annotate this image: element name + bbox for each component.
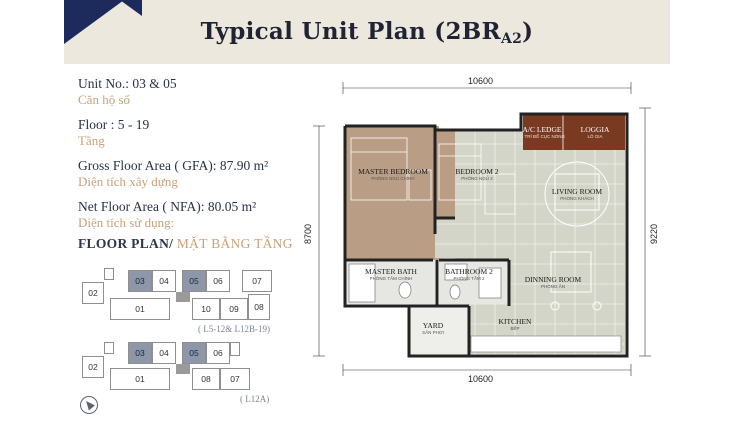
key-unit-03: 03 [128, 270, 152, 292]
key-unit-08: 08 [248, 294, 270, 320]
key-plan-l12a: 02 03 04 05 06 01 08 07 ( L12A) [82, 340, 282, 410]
north-arrow-icon [80, 396, 98, 414]
key-core [176, 292, 190, 302]
unit-number-value: 03 & 05 [132, 76, 177, 91]
dimension-lines [313, 82, 651, 376]
label-master-bedroom: MASTER BEDROOM [358, 167, 428, 176]
key-plan-caption: ( L5-12& L12B-19) [198, 324, 270, 334]
title-close: ) [522, 18, 534, 45]
key-core [176, 364, 190, 374]
key-unit-02: 02 [82, 356, 104, 378]
key-unit-07: 07 [242, 270, 272, 292]
nfa-label: Net Floor Area ( NFA): [78, 199, 205, 214]
key-notch [104, 342, 114, 354]
room-labels: MASTER BEDROOM PHÒNG NGỦ CHÍNH BEDROOM 2… [358, 125, 610, 335]
master-bedroom-floor [345, 126, 439, 260]
unit-floor-plan: 10600 10600 8700 9220 [303, 74, 665, 394]
gfa-value: 87.90 m² [219, 158, 269, 173]
key-unit-05: 05 [182, 270, 206, 292]
key-unit-06: 06 [206, 342, 230, 364]
header-corner-accent [120, 0, 142, 16]
label-bathroom2: BATHROOM 2 [445, 267, 493, 276]
label-ac-ledge-vi: VỊ TRÍ ĐỂ CỤC NÓNG [519, 133, 565, 139]
floor-label: Floor : [78, 117, 115, 132]
key-unit-04: 04 [152, 270, 176, 292]
floor-plan-heading-vi: MẶT BẰNG TẦNG [176, 236, 293, 251]
label-kitchen-vi: BẾP [510, 325, 519, 331]
label-master-bedroom-vi: PHÒNG NGỦ CHÍNH [371, 175, 414, 181]
unit-number-label: Unit No.: [78, 76, 130, 91]
label-yard-vi: SÂN PHƠI [422, 329, 444, 335]
gfa-row: Gross Floor Area ( GFA): 87.90 m² [78, 158, 308, 174]
label-yard: YARD [423, 321, 444, 330]
gfa-vi: Diện tích xây dựng [78, 174, 178, 189]
label-dining-room: DINNING ROOM [525, 275, 582, 284]
floor-row: Floor : 5 - 19 [78, 117, 308, 133]
key-unit-08: 08 [192, 368, 220, 390]
dimension-top: 10600 [468, 76, 494, 86]
page-title: Typical Unit Plan (2BRA2) [64, 18, 670, 47]
yard-floor [409, 304, 469, 356]
floor-vi: Tầng [78, 133, 105, 148]
title-main: Typical Unit Plan (2BR [200, 18, 501, 45]
label-loggia: LOGGIA [581, 125, 610, 134]
header-corner-decoration [64, 0, 124, 44]
label-living-room: LIVING ROOM [552, 187, 603, 196]
floor-value: 5 - 19 [117, 117, 150, 132]
furniture [350, 137, 516, 215]
tile-grid [435, 130, 625, 354]
key-unit-02: 02 [82, 282, 104, 304]
key-unit-01: 01 [110, 368, 170, 390]
label-bathroom2-vi: PHÒNG TẮM 2 [454, 274, 485, 281]
key-notch [104, 268, 114, 280]
key-unit-10: 10 [192, 298, 220, 320]
key-plan-typical: 02 03 04 05 06 07 01 10 09 08 ( L5-12& L… [82, 266, 282, 346]
floor-plan-drawing: MASTER BEDROOM PHÒNG NGỦ CHÍNH BEDROOM 2… [313, 82, 651, 376]
key-unit-05: 05 [182, 342, 206, 364]
walls [343, 112, 629, 358]
label-bedroom2-vi: PHÒNG NGỦ 2 [461, 175, 493, 181]
label-loggia-vi: LÔ GIA [587, 133, 602, 139]
label-dining-room-vi: PHÒNG ĂN [541, 283, 565, 289]
label-ac-ledge: A/C LEDGE [523, 125, 562, 134]
living-furniture [544, 161, 610, 311]
gfa-label: Gross Floor Area ( GFA): [78, 158, 217, 173]
label-master-bath: MASTER BATH [365, 267, 417, 276]
label-bedroom2: BEDROOM 2 [455, 167, 498, 176]
floor-plan-heading-en: FLOOR PLAN/ [78, 236, 177, 251]
label-kitchen: KITCHEN [499, 317, 532, 326]
dimension-bottom: 10600 [468, 374, 494, 384]
nfa-value: 80.05 m² [207, 199, 257, 214]
key-notch-right [230, 342, 240, 356]
key-unit-03: 03 [128, 342, 152, 364]
unit-number-vi: Căn hộ số [78, 92, 130, 107]
nfa-row: Net Floor Area ( NFA): 80.05 m² [78, 199, 308, 215]
nfa-vi: Diện tích sử dụng: [78, 215, 175, 230]
kitchen-counter [470, 335, 622, 353]
bath-fixtures [348, 263, 502, 303]
key-unit-07: 07 [220, 368, 250, 390]
label-living-room-vi: PHÒNG KHÁCH [560, 195, 594, 201]
loggia-floor [523, 114, 625, 150]
key-unit-01: 01 [110, 298, 170, 320]
page-header: Typical Unit Plan (2BRA2) [64, 0, 670, 64]
key-unit-09: 09 [220, 298, 248, 320]
key-unit-06: 06 [206, 270, 230, 292]
title-subscript: A2 [500, 31, 523, 47]
key-plan-caption: ( L12A) [240, 394, 270, 404]
unit-number-row: Unit No.: 03 & 05 [78, 76, 308, 92]
key-unit-04: 04 [152, 342, 176, 364]
corridor-floor [435, 218, 525, 258]
floor-plan-heading: FLOOR PLAN/ MẶT BẰNG TẦNG [78, 236, 293, 252]
unit-info: Unit No.: 03 & 05 Căn hộ số Floor : 5 - … [78, 76, 308, 230]
label-master-bath-vi: PHÒNG TẮM CHÍNH [370, 274, 413, 281]
